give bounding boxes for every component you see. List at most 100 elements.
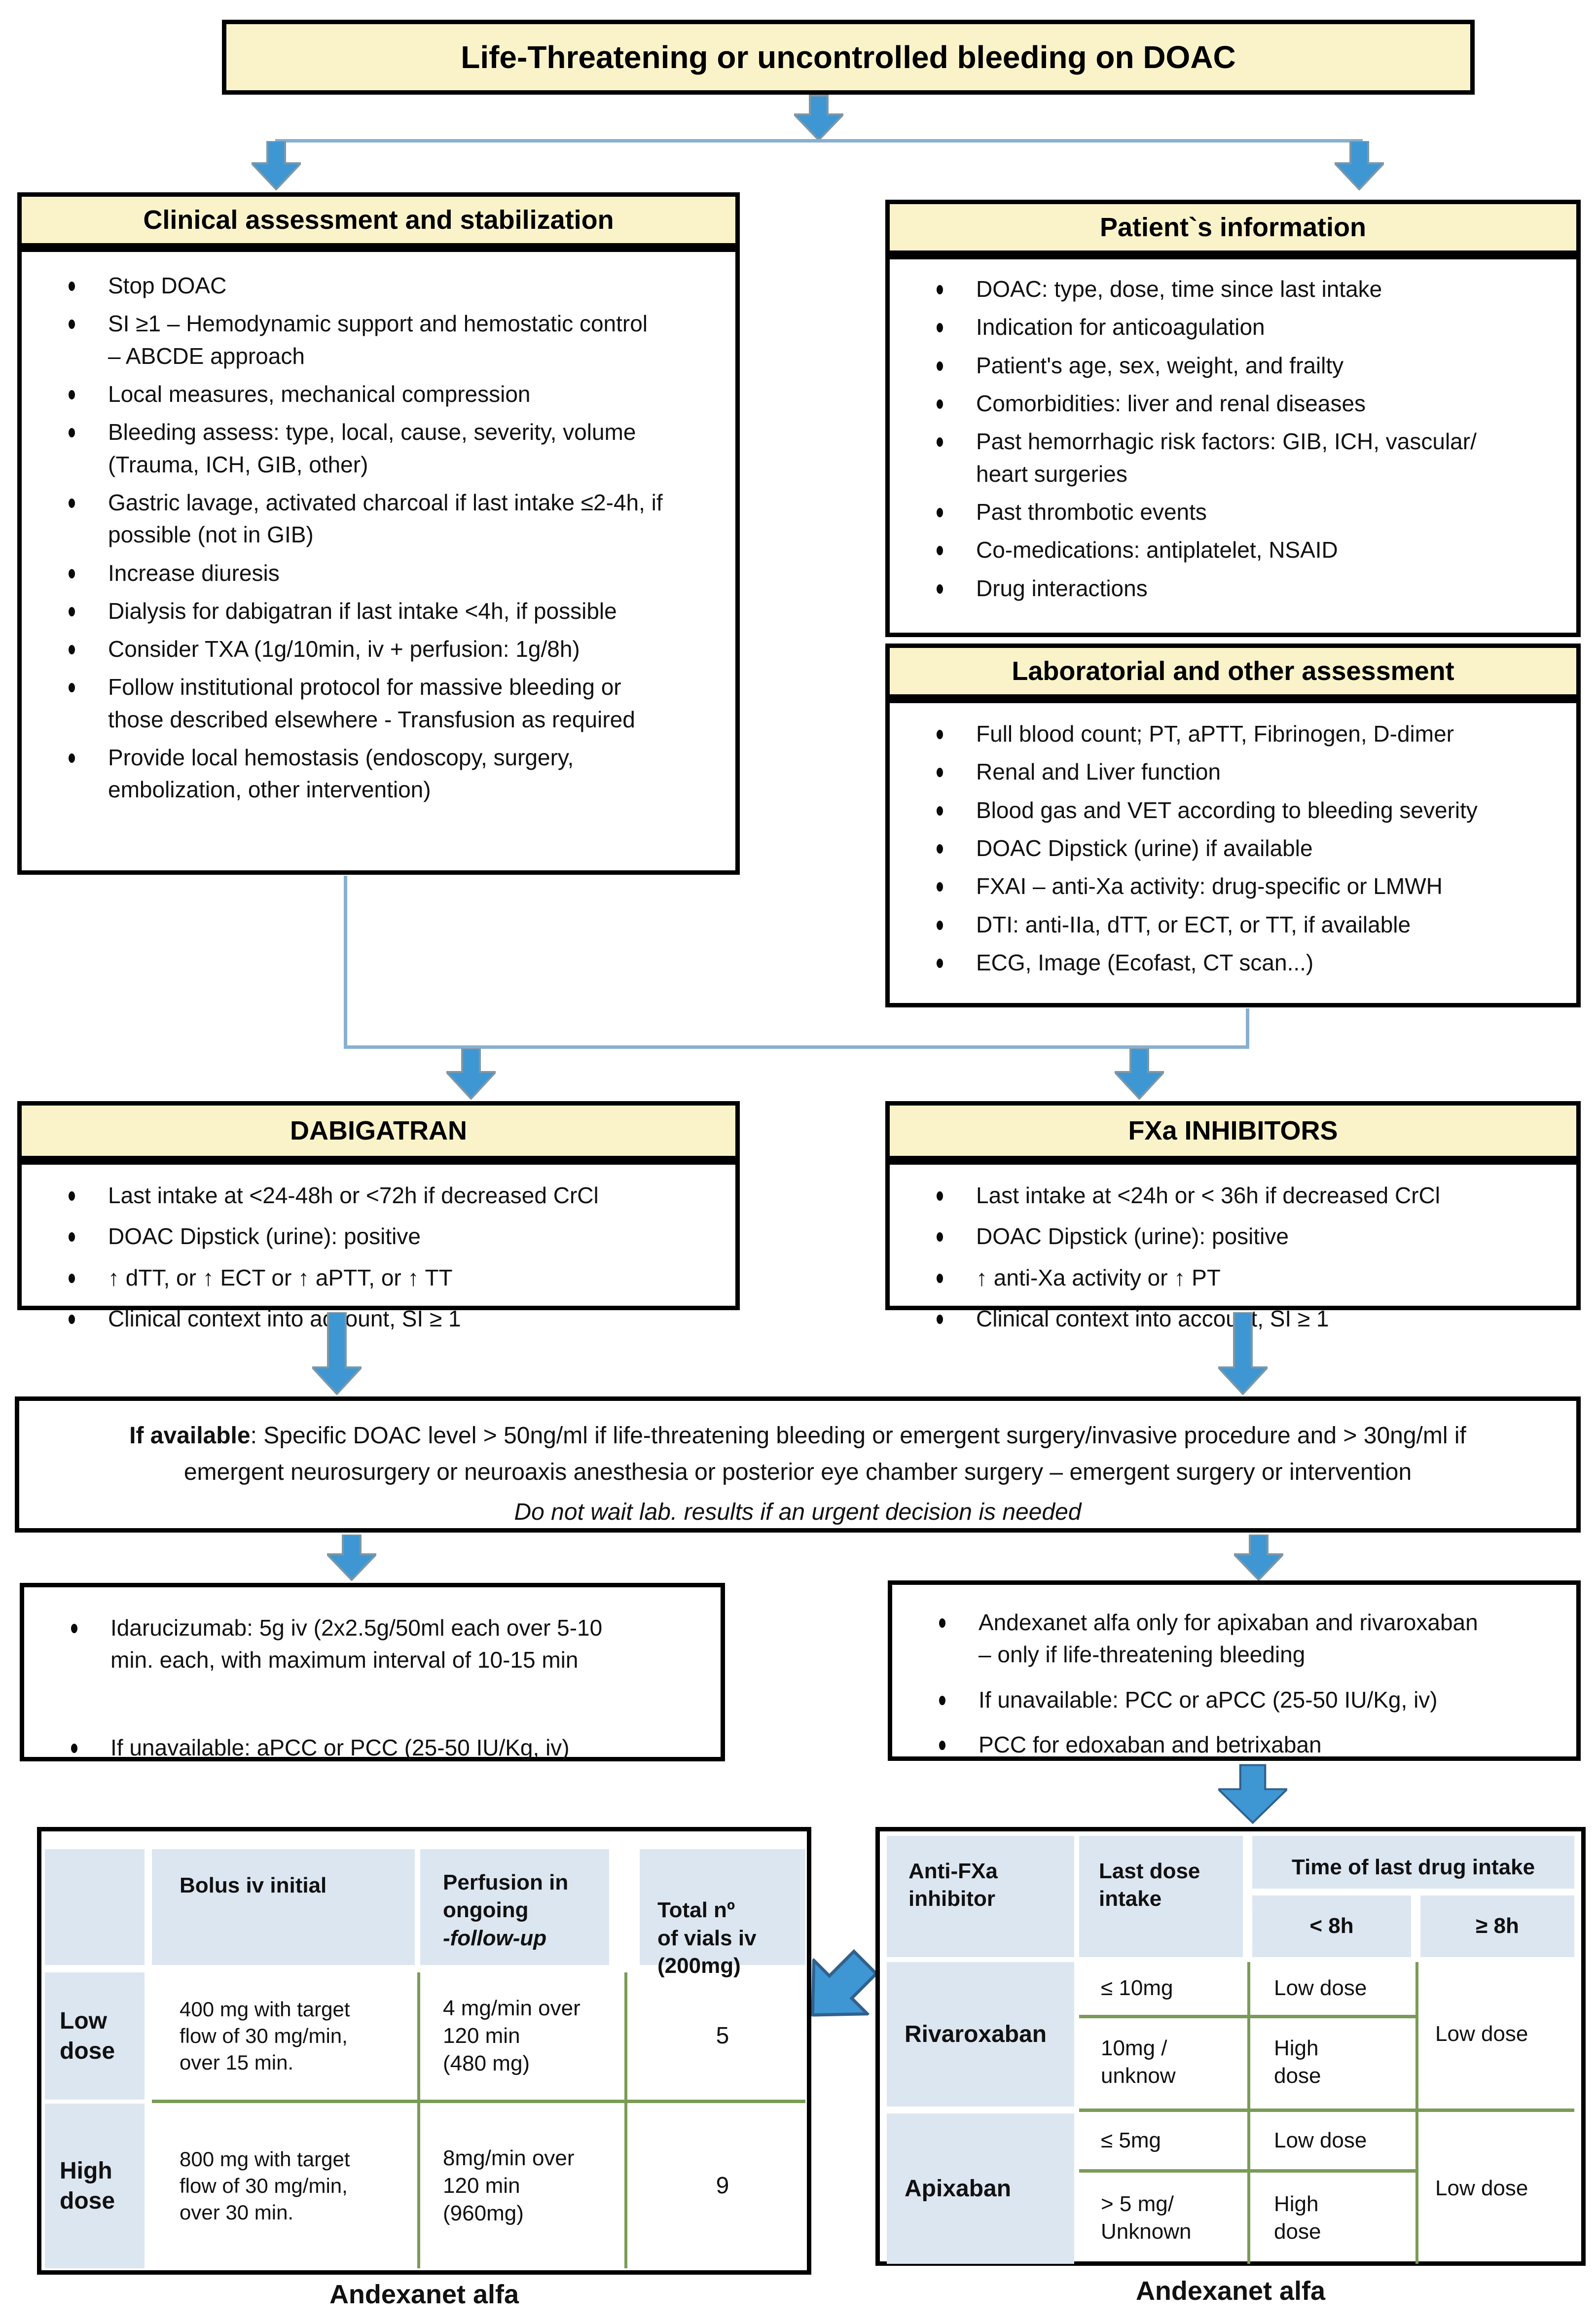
table-cell: 9 <box>716 2173 729 2199</box>
idarucizumab-list: Idarucizumab: 5g iv (2x2.5g/50ml each ov… <box>24 1587 721 1774</box>
split-connector-line <box>275 139 1363 143</box>
list-item: Last intake at <24-48h or <72h if decrea… <box>69 1180 711 1212</box>
list-item: PCC for edoxaban and betrixaban <box>939 1729 1552 1761</box>
if-available-body: : Specific DOAC level > 50ng/ml if life-… <box>183 1423 1466 1486</box>
table-cell: ≤ 10mg <box>1101 1976 1173 2001</box>
list-item: Consider TXA (1g/10min, iv + perfusion: … <box>69 633 711 665</box>
list-item: ECG, Image (Ecofast, CT scan...) <box>937 947 1552 979</box>
list-item: If unavailable: PCC or aPCC (25-50 IU/Kg… <box>939 1684 1552 1716</box>
patient-body: DOAC: type, dose, time since last intake… <box>885 255 1581 637</box>
list-item: Last intake at <24h or < 36h if decrease… <box>937 1180 1552 1212</box>
list-item: Andexanet alfa only for apixaban and riv… <box>939 1607 1552 1671</box>
clinical-body: Stop DOAC SI ≥1 – Hemodynamic support an… <box>17 248 740 875</box>
list-item: Drug interactions <box>937 572 1552 605</box>
dabigatran-title-label: DABIGATRAN <box>290 1116 467 1145</box>
column-header: Time of last drug intake <box>1252 1836 1574 1889</box>
list-item: SI ≥1 – Hemodynamic support and hemostat… <box>69 308 711 372</box>
table-cell: High dose <box>1274 2036 1321 2088</box>
column-header: Last dose intake <box>1079 1836 1243 1957</box>
down-arrow-icon <box>794 95 843 141</box>
column-header-italic: -follow-up <box>443 1926 547 1950</box>
table-cell: 5 <box>716 2023 729 2049</box>
down-arrow-icon <box>252 141 301 190</box>
grid-line <box>1079 2169 1415 2173</box>
if-available-note: Do not wait lab. results if an urgent de… <box>514 1499 1082 1525</box>
laboratorial-list: Full blood count; PT, aPTT, Fibrinogen, … <box>890 703 1576 995</box>
list-item: Idarucizumab: 5g iv (2x2.5g/50ml each ov… <box>71 1612 696 1677</box>
table-cell: Low dose <box>1435 2022 1528 2046</box>
left-table-caption: Andexanet alfa <box>329 2280 519 2309</box>
if-available-text: If available: Specific DOAC level > 50ng… <box>49 1418 1547 1491</box>
list-item: Clinical context into account, SI ≥ 1 <box>69 1303 711 1335</box>
laboratorial-body: Full blood count; PT, aPTT, Fibrinogen, … <box>885 699 1581 1007</box>
column-header: Anti-FXa inhibitor <box>887 1836 1074 1957</box>
down-arrow-icon <box>327 1535 376 1581</box>
column-header: Total nº of vials iv (200mg) <box>640 1849 805 1978</box>
list-item: DOAC Dipstick (urine): positive <box>69 1220 711 1252</box>
down-arrow-icon <box>1335 141 1384 190</box>
down-arrow-icon <box>1218 1764 1287 1824</box>
dabigatran-title: DABIGATRAN <box>17 1101 740 1160</box>
fxa-body: Last intake at <24h or < 36h if decrease… <box>885 1160 1581 1331</box>
list-item: Increase diuresis <box>69 557 711 589</box>
list-item: Indication for anticoagulation <box>937 311 1552 343</box>
table-cell: 4 mg/min over 120 min (480 mg) <box>443 1996 580 2076</box>
grid-line <box>1247 1962 1250 2264</box>
column-header: Perfusion in ongoing -follow-up <box>420 1849 609 1965</box>
grid-line <box>624 1972 627 2268</box>
list-item: Past thrombotic events <box>937 496 1552 528</box>
list-item: Follow institutional protocol for massiv… <box>69 671 711 736</box>
andexanet-dose-table: Bolus iv initial Perfusion in ongoing -f… <box>37 1827 811 2275</box>
down-arrow-icon <box>1234 1535 1283 1581</box>
list-item: Comorbidities: liver and renal diseases <box>937 388 1552 420</box>
clinical-list: Stop DOAC SI ≥1 – Hemodynamic support an… <box>22 252 735 822</box>
row-label: High dose <box>45 2104 145 2268</box>
dabigatran-body: Last intake at <24-48h or <72h if decrea… <box>17 1160 740 1331</box>
idarucizumab-box: Idarucizumab: 5g iv (2x2.5g/50ml each ov… <box>20 1583 725 1761</box>
grid-line <box>1079 2109 1574 2112</box>
list-item: Dialysis for dabigatran if last intake <… <box>69 595 711 627</box>
connector-line <box>344 1045 1249 1049</box>
list-item: Stop DOAC <box>69 270 711 302</box>
column-subheader: ≥ 8h <box>1420 1895 1574 1957</box>
list-item: DOAC: type, dose, time since last intake <box>937 273 1552 305</box>
list-item: DOAC Dipstick (urine): positive <box>937 1220 1552 1252</box>
clinical-title-label: Clinical assessment and stabilization <box>143 205 614 235</box>
down-arrow-icon <box>312 1312 362 1395</box>
list-item: Patient's age, sex, weight, and frailty <box>937 350 1552 382</box>
list-item: ↑ anti-Xa activity or ↑ PT <box>937 1262 1552 1294</box>
if-available-box: If available: Specific DOAC level > 50ng… <box>15 1396 1581 1533</box>
grid-line <box>152 2100 805 2103</box>
list-item: Co-medications: antiplatelet, NSAID <box>937 534 1552 566</box>
andexanet-box: Andexanet alfa only for apixaban and riv… <box>888 1580 1581 1761</box>
list-item: Renal and Liver function <box>937 756 1552 788</box>
table-cell: ≤ 5mg <box>1101 2128 1161 2153</box>
list-item: Blood gas and VET according to bleeding … <box>937 794 1552 826</box>
grid-line <box>1079 2015 1415 2018</box>
list-item: Bleeding assess: type, local, cause, sev… <box>69 416 711 481</box>
top-title-label: Life-Threatening or uncontrolled bleedin… <box>461 39 1236 75</box>
list-item: Gastric lavage, activated charcoal if la… <box>69 487 711 551</box>
down-arrow-icon <box>1218 1312 1268 1395</box>
column-subheader: < 8h <box>1252 1895 1411 1957</box>
list-item: Provide local hemostasis (endoscopy, sur… <box>69 742 711 806</box>
table-cell: 800 mg with target flow of 30 mg/min, ov… <box>180 2147 350 2224</box>
list-item: Past hemorrhagic risk factors: GIB, ICH,… <box>937 426 1552 490</box>
laboratorial-title: Laboratorial and other assessment <box>885 644 1581 699</box>
patient-title-label: Patient`s information <box>1099 213 1367 242</box>
table-cell: Low dose <box>1435 2176 1528 2201</box>
dabigatran-list: Last intake at <24-48h or <72h if decrea… <box>22 1165 735 1345</box>
table-corner-cell <box>45 1849 145 1965</box>
connector-line <box>1246 1008 1249 1049</box>
table-cell: Low dose <box>1274 2128 1367 2153</box>
antifxa-dose-table: Anti-FXa inhibitor Last dose intake Time… <box>875 1827 1586 2266</box>
list-item: DOAC Dipstick (urine) if available <box>937 832 1552 864</box>
top-title: Life-Threatening or uncontrolled bleedin… <box>222 20 1475 95</box>
list-item: DTI: anti-IIa, dTT, or ECT, or TT, if av… <box>937 909 1552 941</box>
table-cell: High dose <box>1274 2191 1321 2244</box>
right-table-caption: Andexanet alfa <box>1135 2276 1326 2306</box>
table-cell: 8mg/min over 120 min (960mg) <box>443 2145 575 2226</box>
patient-list: DOAC: type, dose, time since last intake… <box>890 259 1576 620</box>
laboratorial-title-label: Laboratorial and other assessment <box>1012 656 1454 686</box>
